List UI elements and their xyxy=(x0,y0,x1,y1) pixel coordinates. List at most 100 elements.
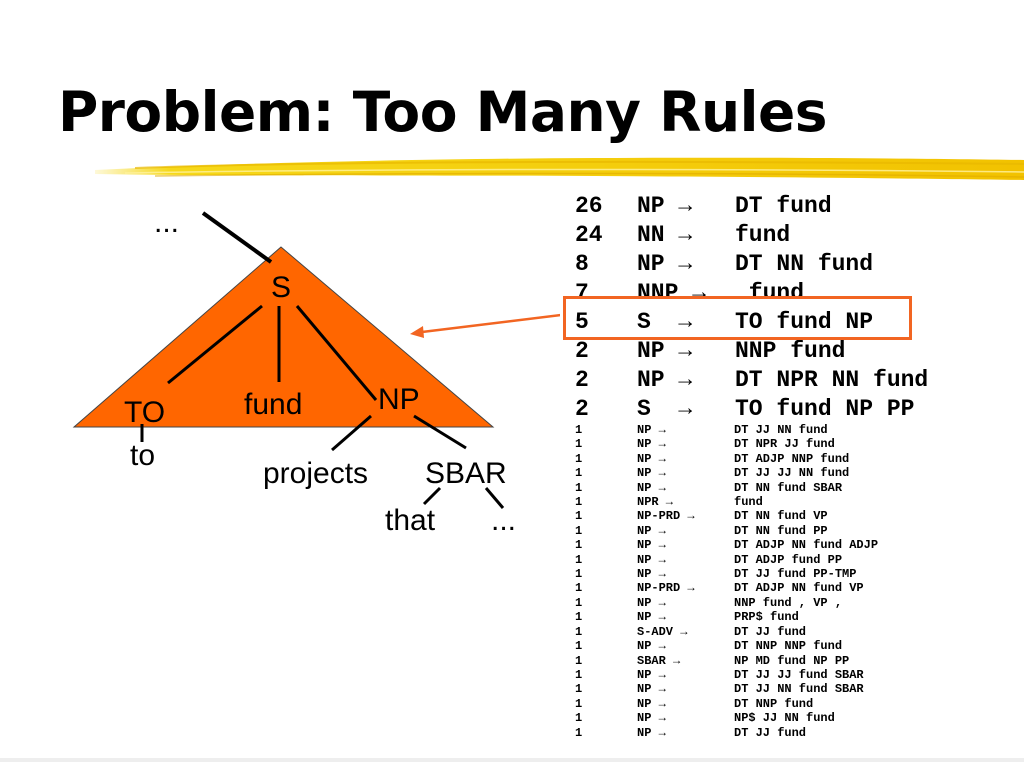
rule-lhs: NP → xyxy=(637,466,666,481)
rule-rhs: NP MD fund NP PP xyxy=(734,653,850,668)
rule-count: 1 xyxy=(575,711,583,726)
rule-count: 1 xyxy=(575,624,583,639)
rule-rhs: DT NPR NN fund xyxy=(735,367,929,393)
rule-rhs: DT NPR JJ fund xyxy=(734,437,835,452)
rule-rhs: DT NN fund VP xyxy=(734,509,828,524)
edge-s-to-np xyxy=(295,305,378,401)
rule-lhs: NP → xyxy=(637,437,666,452)
edge-np-to-sbar xyxy=(413,414,467,450)
rule-lhs: NP → xyxy=(637,480,666,495)
rule-rhs: DT NN fund PP xyxy=(734,523,828,538)
pointer-arrowhead xyxy=(410,326,424,338)
tree-node-np: NP xyxy=(378,383,420,416)
rule-rhs: DT JJ fund xyxy=(734,725,807,740)
tree-ellipsis-top: ... xyxy=(154,206,179,239)
rule-count: 1 xyxy=(575,696,583,711)
rule-lhs: NP → xyxy=(637,567,666,582)
rule-rhs: DT JJ JJ fund SBAR xyxy=(734,667,864,682)
rule-count: 1 xyxy=(575,595,583,610)
rule-rhs: TO fund NP xyxy=(735,309,874,335)
rule-count: 1 xyxy=(575,682,583,697)
rule-rhs: NP$ JJ NN fund xyxy=(734,711,835,726)
rule-rhs: DT JJ fund PP-TMP xyxy=(734,567,857,582)
rule-count: 1 xyxy=(575,639,583,654)
tree-ellipsis-bottom: ... xyxy=(491,504,516,537)
rule-rhs: DT JJ fund xyxy=(734,624,807,639)
rule-rhs: DT NNP fund xyxy=(734,696,814,711)
rule-count: 1 xyxy=(575,437,583,452)
rule-rhs: DT NN fund xyxy=(735,251,874,277)
rule-lhs: NP → xyxy=(637,423,666,437)
pointer-arrow-line xyxy=(421,313,560,334)
rule-lhs: NP → xyxy=(637,552,666,567)
rule-rhs: TO fund NP PP xyxy=(735,396,915,422)
tree-leaf-projects: projects xyxy=(263,457,368,490)
tree-node-sbar: SBAR xyxy=(425,457,507,490)
rule-row: 1 NP → NP$ JJ NN fund xyxy=(575,711,878,725)
rule-count: 1 xyxy=(575,466,583,481)
rule-count: 2 xyxy=(575,367,589,393)
rule-row: 2 S → TO fund NP PP xyxy=(575,395,928,424)
rule-lhs: NP-PRD → xyxy=(637,581,695,596)
rule-rhs: DT ADJP fund PP xyxy=(734,552,843,567)
rule-count: 1 xyxy=(575,567,583,582)
footer-line xyxy=(0,758,1024,762)
rule-count: 26 xyxy=(575,193,603,219)
edge-np-to-projects xyxy=(331,414,372,452)
tree-leaf-to: to xyxy=(130,439,155,472)
rule-lhs: S → xyxy=(637,396,693,422)
tree-node-s: S xyxy=(271,271,291,304)
rule-lhs: NP → xyxy=(637,538,666,553)
rule-rhs: fund xyxy=(735,222,791,248)
rule-rhs: DT ADJP NN fund VP xyxy=(734,581,864,596)
rule-lhs: NP → xyxy=(637,523,666,538)
rule-rhs: fund xyxy=(735,280,805,306)
rule-lhs: S-ADV → xyxy=(637,624,688,639)
rule-lhs: NP → xyxy=(637,610,666,625)
rule-lhs: NP → xyxy=(637,711,666,726)
rule-count: 1 xyxy=(575,451,583,466)
rule-rhs: NNP fund xyxy=(735,338,846,364)
rule-rhs: DT NNP NNP fund xyxy=(734,639,843,654)
rule-count: 1 xyxy=(575,581,583,596)
tree-leaf-that: that xyxy=(385,504,436,537)
tree-node-to: TO xyxy=(124,396,165,429)
rule-rhs: fund xyxy=(734,495,763,510)
rule-lhs: NP → xyxy=(637,451,666,466)
rule-lhs: NP → xyxy=(637,725,666,740)
rule-rhs: PRP$ fund xyxy=(734,610,799,625)
edge-s-to-to xyxy=(167,304,263,385)
rule-lhs: NP → xyxy=(637,682,666,697)
rule-lhs: NP → xyxy=(637,639,666,654)
highlighter-stroke xyxy=(95,157,1024,180)
rule-rhs: DT JJ NN fund SBAR xyxy=(734,682,864,697)
edge-sbar-to-that xyxy=(422,486,442,506)
rule-count: 7 xyxy=(575,280,589,306)
rule-row: 1 NP → DT JJ fund PP-TMP xyxy=(575,567,878,581)
rule-count: 1 xyxy=(575,667,583,682)
rule-count: 2 xyxy=(575,338,589,364)
rule-count: 1 xyxy=(575,552,583,567)
rule-lhs: NP → xyxy=(637,338,693,364)
rule-count: 2 xyxy=(575,396,589,422)
rule-rhs: DT JJ NN fund xyxy=(734,423,828,437)
rule-count: 1 xyxy=(575,509,583,524)
slide-title: Problem: Too Many Rules xyxy=(58,80,828,144)
